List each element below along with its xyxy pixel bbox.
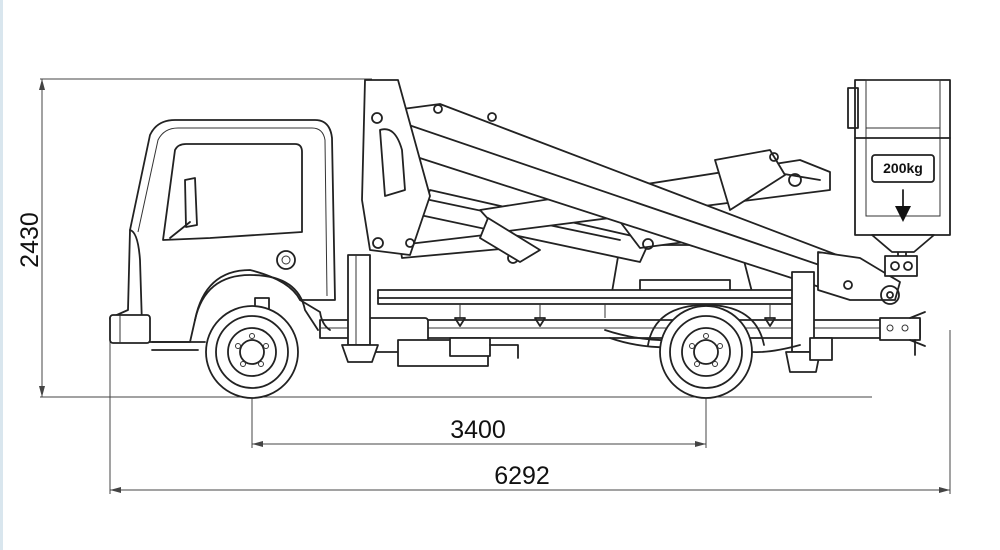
dimension-length: 6292: [109, 330, 951, 494]
boom-assembly: [361, 79, 907, 305]
chassis: [319, 254, 926, 373]
dimension-height: 2430: [16, 78, 372, 398]
front-wheel: [205, 305, 299, 399]
down-arrow-icon: [895, 206, 911, 222]
rear-wheel: [647, 304, 765, 399]
dimension-wheelbase: 3400: [251, 390, 707, 448]
height-dimension-label: 2430: [16, 212, 44, 268]
basket-load-label: 200kg: [883, 160, 923, 176]
length-dimension-label: 6292: [494, 462, 550, 490]
page-edge-bar: [0, 0, 3, 550]
work-basket: 200kg: [847, 79, 951, 277]
wheelbase-dimension-label: 3400: [450, 416, 506, 444]
truck-cab: [109, 119, 336, 351]
